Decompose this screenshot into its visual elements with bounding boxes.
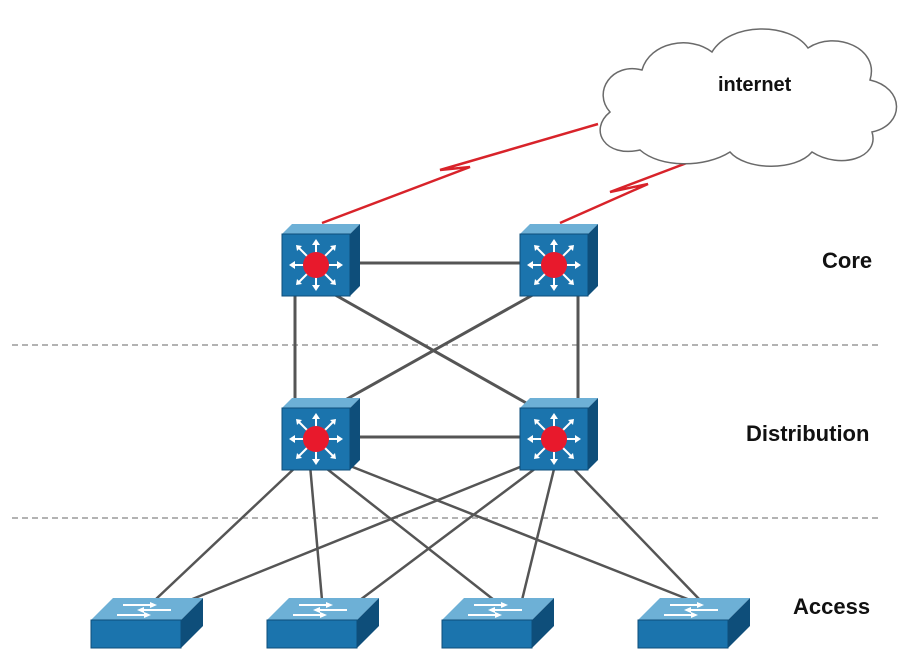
access-switch-1-icon xyxy=(90,597,204,649)
internet-label: internet xyxy=(718,74,792,96)
link-dist1-acc1 xyxy=(154,464,299,601)
distribution-layer-label: Distribution xyxy=(746,421,870,446)
link-dist2-acc1 xyxy=(189,463,526,602)
cloud-icon xyxy=(599,28,898,167)
link-core2-dist1 xyxy=(337,290,539,406)
link-core1-dist2 xyxy=(329,290,529,406)
core-switch-2-icon xyxy=(519,223,599,297)
backbone-links xyxy=(293,261,580,439)
link-dist1-acc4 xyxy=(339,460,691,602)
access-links xyxy=(154,460,701,602)
wan-link-right xyxy=(559,156,701,225)
core-layer-label: Core xyxy=(822,248,873,273)
distribution-switch-2-icon xyxy=(519,397,599,471)
link-dist1-acc2 xyxy=(308,464,324,601)
link-dist2-acc4 xyxy=(569,464,701,601)
wan-link-left xyxy=(321,122,599,225)
access-switch-4-icon xyxy=(637,597,751,649)
link-dist2-acc3 xyxy=(520,464,557,601)
core-switch-1-icon xyxy=(281,223,361,297)
access-switch-2-icon xyxy=(266,597,380,649)
link-dist2-acc2 xyxy=(359,464,541,601)
access-switch-3-icon xyxy=(441,597,555,649)
link-dist1-acc3 xyxy=(321,464,495,601)
distribution-switch-1-icon xyxy=(281,397,361,471)
access-layer-label: Access xyxy=(793,594,871,619)
